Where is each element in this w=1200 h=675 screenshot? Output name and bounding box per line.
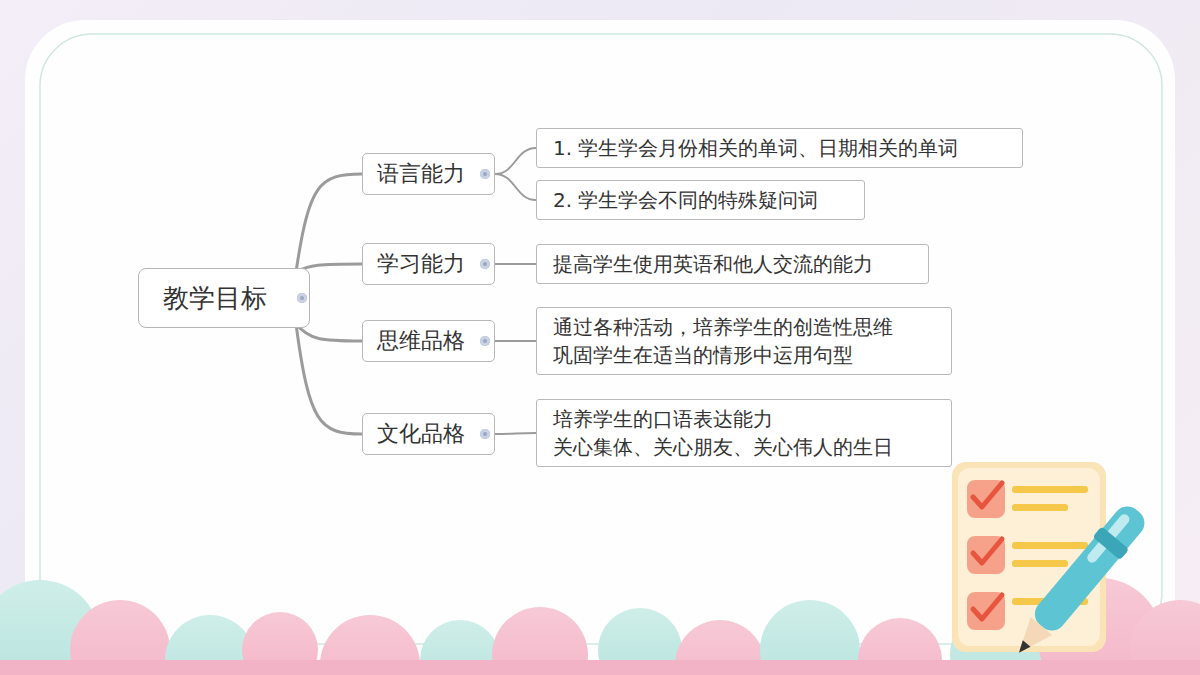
leaf-topic: 培养学生的口语表达能力关心集体、关心朋友、关心伟人的生日 (536, 399, 952, 467)
node-text: 通过各种活动，培养学生的创造性思维 (553, 313, 935, 341)
branch-topic: 文化品格 (362, 413, 495, 455)
node-text: 提高学生使用英语和他人交流的能力 (553, 250, 912, 278)
leaf-topic: 2. 学生学会不同的特殊疑问词 (536, 180, 865, 220)
node-text: 文化品格 (377, 419, 468, 449)
node-text: 2. 学生学会不同的特殊疑问词 (553, 186, 848, 214)
root-topic: 教学目标 (138, 268, 310, 328)
node-text: 培养学生的口语表达能力 (553, 405, 935, 433)
node-text: 语言能力 (377, 159, 468, 189)
branch-topic: 思维品格 (362, 320, 495, 362)
branch-connector (495, 340, 536, 342)
branch-connector (296, 324, 362, 434)
node-text: 巩固学生在适当的情形中运用句型 (553, 341, 935, 369)
leaf-topic: 1. 学生学会月份相关的单词、日期相关的单词 (536, 128, 1023, 168)
branch-connector (495, 174, 536, 200)
node-text: 学习能力 (377, 249, 468, 279)
branch-connector (495, 148, 536, 174)
branch-connector (495, 433, 536, 434)
branch-connector (296, 174, 362, 272)
leaf-topic: 提高学生使用英语和他人交流的能力 (536, 244, 929, 284)
leaf-topic: 通过各种活动，培养学生的创造性思维巩固学生在适当的情形中运用句型 (536, 307, 952, 375)
branch-connector (495, 263, 536, 265)
branch-topic: 学习能力 (362, 243, 495, 285)
checklist-illustration (952, 462, 1152, 664)
node-text: 教学目标 (163, 281, 285, 316)
branch-topic: 语言能力 (362, 153, 495, 195)
outer-panel (25, 20, 1175, 660)
node-text: 1. 学生学会月份相关的单词、日期相关的单词 (553, 134, 1006, 162)
node-text: 关心集体、关心朋友、关心伟人的生日 (553, 433, 935, 461)
node-text: 思维品格 (377, 326, 468, 356)
inner-frame (40, 34, 1162, 644)
